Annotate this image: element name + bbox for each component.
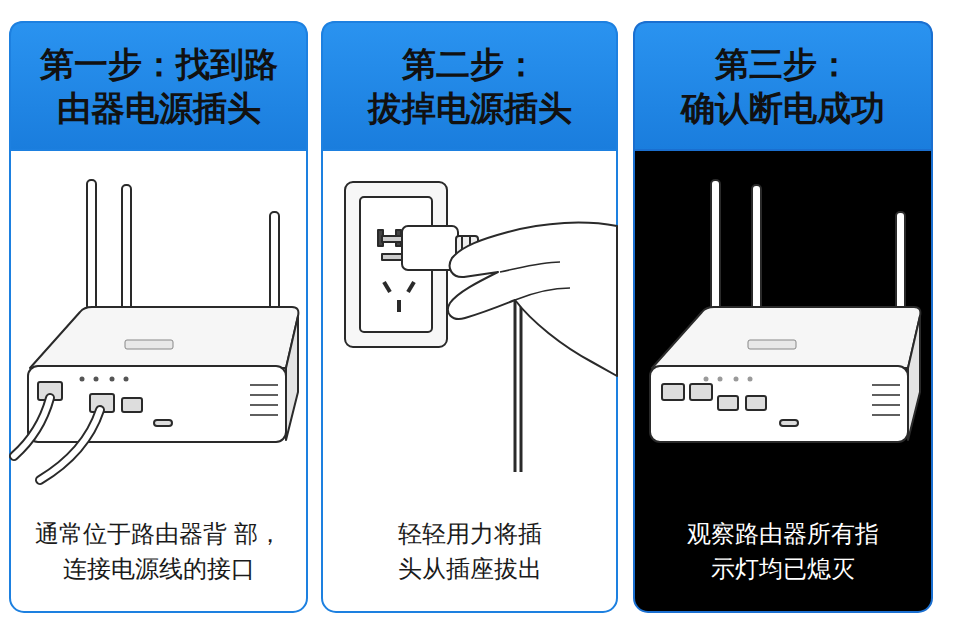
step-caption: 轻轻用力将插 头从插座拔出	[334, 496, 605, 608]
step-caption: 通常位于路由器背 部，连接电源线的接口	[22, 496, 295, 608]
step-title: 第三步： 确认断电成功	[646, 22, 920, 150]
step-panel: 第一步：找到路 由器电源插头通常位于路由器背 部，连接电源线的接口	[10, 22, 307, 612]
step-panel: 第二步： 拔掉电源插头轻轻用力将插 头从插座拔出	[322, 22, 617, 612]
step-panel: 第三步： 确认断电成功观察路由器所有指 示灯均已熄灭	[634, 22, 932, 612]
step-caption: 观察路由器所有指 示灯均已熄灭	[646, 496, 920, 608]
step-title: 第二步： 拔掉电源插头	[334, 22, 605, 150]
step-title: 第一步：找到路 由器电源插头	[22, 22, 295, 150]
